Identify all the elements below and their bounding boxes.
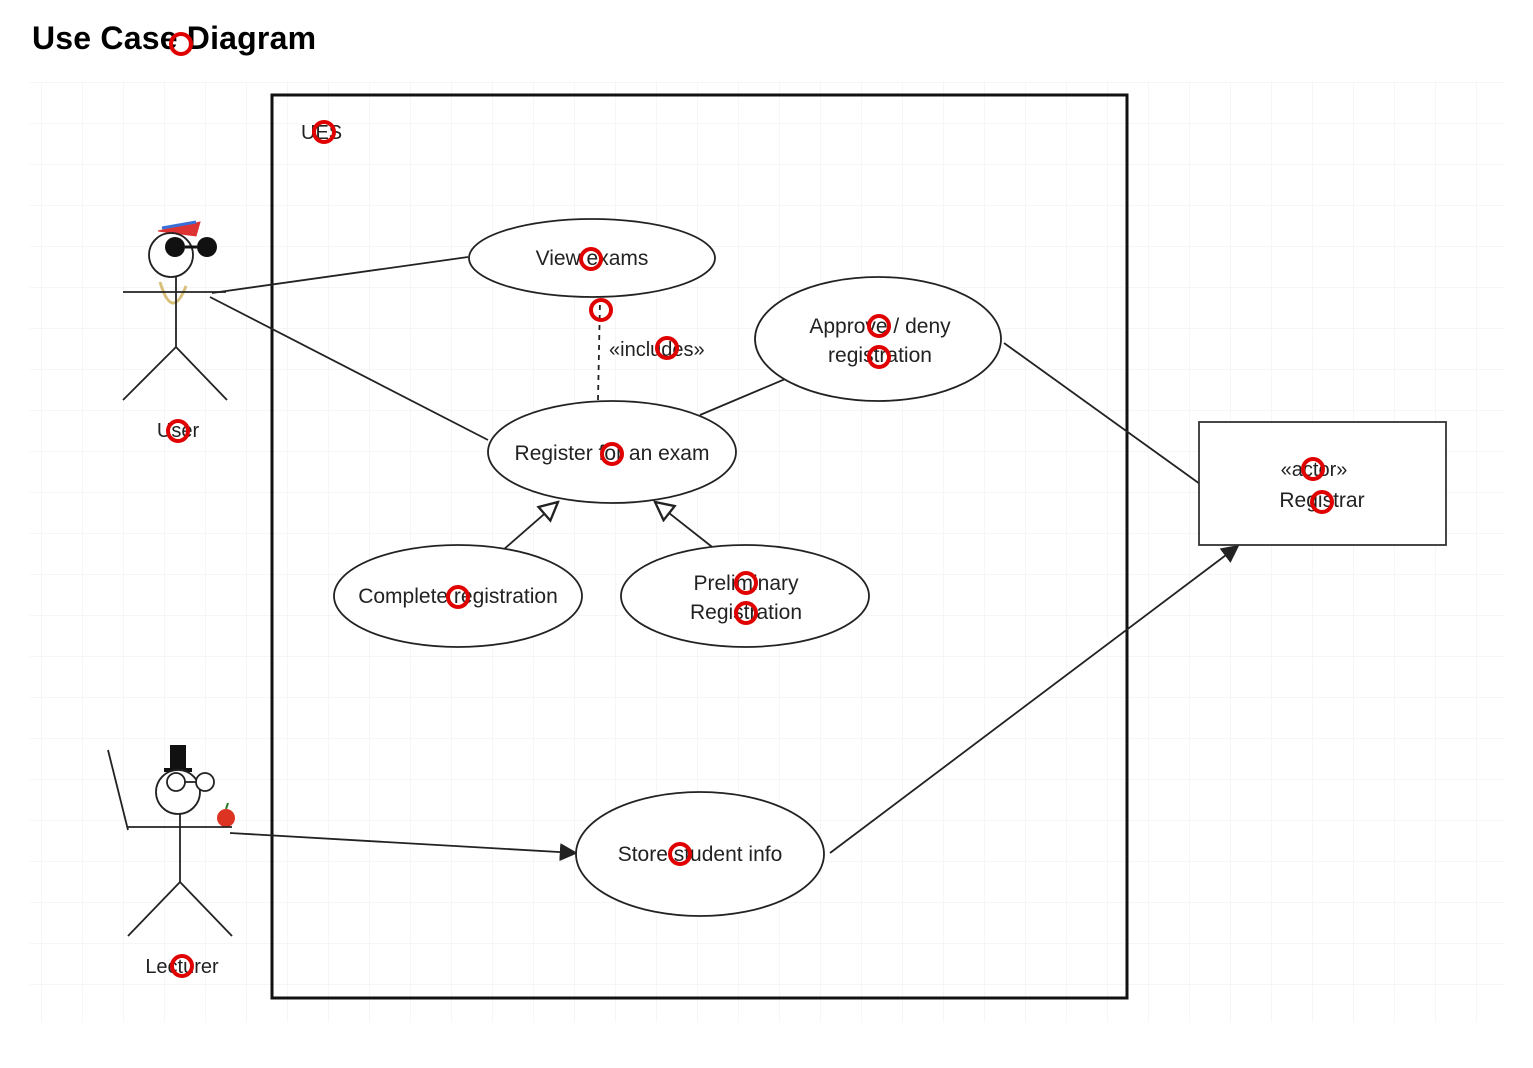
- use-case-complete-label: Complete registration: [358, 585, 558, 608]
- marker-dot: [446, 585, 470, 609]
- user-stick-figure-icon: [122, 220, 228, 401]
- use-case-approve-label-line1: Approve / deny: [809, 315, 951, 338]
- actor-lecturer[interactable]: Lecturer: [107, 745, 235, 978]
- actor-registrar-label: Registrar: [1279, 489, 1364, 512]
- association-register-approve: [699, 376, 791, 416]
- actor-lecturer-label: Lecturer: [145, 956, 219, 978]
- marker-dot: [867, 314, 891, 338]
- use-case-register-label: Register for an exam: [515, 442, 710, 465]
- marker-dot: [1310, 490, 1334, 514]
- association-store-registrar: [829, 544, 1240, 854]
- system-boundary[interactable]: [270, 93, 1129, 1000]
- actor-user[interactable]: User: [122, 220, 228, 442]
- actor-registrar-stereotype: «actor»: [1281, 459, 1348, 481]
- marker-dot: [312, 120, 336, 144]
- use-case-store-label: Store student info: [618, 843, 783, 866]
- use-case-register-exam[interactable]: Register for an exam: [487, 400, 737, 504]
- marker-dot: [579, 247, 603, 271]
- use-case-view-exams[interactable]: View exams: [468, 218, 716, 298]
- use-case-view-exams-label: View exams: [536, 247, 649, 270]
- association-lecturer-store: [229, 832, 578, 862]
- marker-dot: [170, 954, 194, 978]
- generalization-preliminary: [655, 502, 717, 551]
- marker-dot: [734, 571, 758, 595]
- use-case-preliminary-registration[interactable]: Preliminary Registration: [620, 544, 870, 648]
- use-case-store-student-info[interactable]: Store student info: [575, 791, 825, 917]
- generalization-complete: [502, 502, 558, 551]
- marker-dot: [169, 32, 193, 56]
- use-case-preliminary-label-line2: Registration: [690, 601, 802, 624]
- marker-dot: [589, 298, 613, 322]
- marker-dot: [1301, 457, 1325, 481]
- use-case-approve-label-line2: registration: [828, 344, 932, 367]
- apple-icon: [217, 809, 235, 827]
- association-approve-registrar: [1003, 342, 1201, 485]
- marker-dot: [655, 336, 679, 360]
- actor-user-label: User: [157, 420, 200, 442]
- marker-dot: [734, 601, 758, 625]
- association-user-register: [209, 296, 489, 441]
- use-case-complete-registration[interactable]: Complete registration: [333, 544, 583, 648]
- annotation-markers: [166, 32, 1334, 978]
- marker-dot: [867, 345, 891, 369]
- marker-dot: [668, 842, 692, 866]
- lecturer-stick-figure-icon: [107, 745, 235, 937]
- includes-dependency: [597, 299, 601, 401]
- association-user-view-exams: [211, 256, 469, 294]
- marker-dot: [166, 419, 190, 443]
- actor-registrar[interactable]: «actor» Registrar: [1198, 421, 1447, 546]
- use-case-preliminary-label-line1: Preliminary: [693, 572, 799, 595]
- use-case-approve-deny[interactable]: Approve / deny registration: [754, 276, 1002, 402]
- marker-dot: [600, 442, 624, 466]
